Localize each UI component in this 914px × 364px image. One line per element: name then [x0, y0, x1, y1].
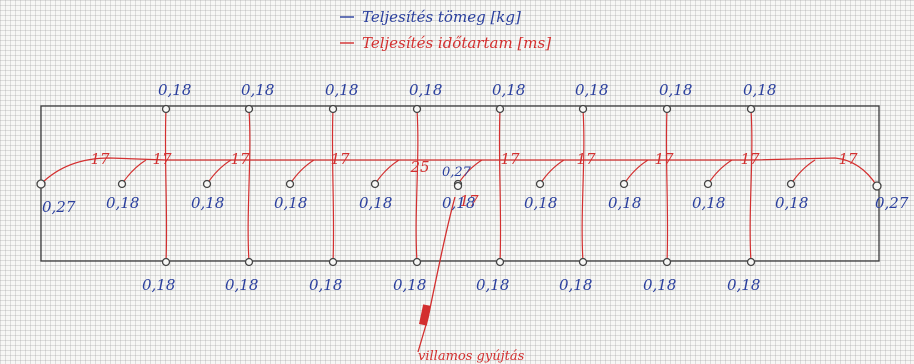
top-node-label: 0,18: [743, 81, 776, 99]
inner-link: [539, 159, 565, 185]
hole-node: [328, 104, 338, 114]
inner-node-label: 0,18: [692, 194, 725, 212]
hole-node: [161, 257, 171, 267]
inner-link: [289, 159, 315, 185]
inner-link: [707, 159, 733, 185]
chain-value-label: 17: [576, 150, 596, 168]
inner-node-label: 0,18: [274, 194, 307, 212]
vertical-line: [247, 108, 251, 263]
top-node-label: 0,18: [659, 81, 692, 99]
vertical-line: [581, 108, 585, 263]
vertical-line: [498, 108, 502, 263]
hole-node: [328, 257, 338, 267]
top-node-label: 0,18: [158, 81, 191, 99]
hole-node: [412, 257, 422, 267]
vertical-line: [749, 108, 753, 263]
vertical-connections: [164, 108, 753, 263]
hole-node: [746, 104, 756, 114]
inner-link: [623, 159, 649, 185]
vertical-line: [665, 108, 669, 263]
top-node-label: 0,18: [241, 81, 274, 99]
chain-value-label: 17: [152, 150, 172, 168]
inner-node-label: 0,18: [608, 194, 641, 212]
inner-node-label: 0,18: [191, 194, 224, 212]
left-end-label: 0,27: [42, 198, 76, 216]
hole-node: [619, 179, 629, 189]
inner-node-label: 0,18: [442, 194, 475, 212]
bottom-node-label: 0,18: [643, 276, 676, 294]
top-node-label: 0,18: [409, 81, 442, 99]
top-node-label: 0,18: [575, 81, 608, 99]
detonator-marker: [419, 304, 431, 326]
chain-value-label: 17: [90, 150, 110, 168]
bottom-node-label: 0,18: [142, 276, 175, 294]
bottom-node-label: 0,18: [476, 276, 509, 294]
hole-node: [872, 181, 882, 191]
chain-center-label: 25: [409, 158, 429, 176]
hole-node: [285, 179, 295, 189]
hole-node: [662, 104, 672, 114]
inner-link: [374, 159, 400, 185]
branch-value-label: 17: [459, 192, 479, 210]
chain-value-label: 17: [838, 150, 858, 168]
hole-node: [202, 179, 212, 189]
hole-node: [746, 257, 756, 267]
inner-node-label: 0,18: [359, 194, 392, 212]
chain-value-label: 17: [654, 150, 674, 168]
bottom-node-label: 0,18: [225, 276, 258, 294]
chain-line: [40, 157, 878, 187]
bottom-node-label: 0,18: [727, 276, 760, 294]
detonator-lead: villamos gyújtás: [417, 196, 525, 364]
hole-node: [578, 257, 588, 267]
hole-node: [578, 104, 588, 114]
top-node-label: 0,18: [492, 81, 525, 99]
chain-value-label: 17: [330, 150, 350, 168]
hole-node: [161, 104, 171, 114]
chain-value-label: 17: [740, 150, 760, 168]
inner-node-label: 0,18: [775, 194, 808, 212]
detonator-annotation: villamos gyújtás: [418, 349, 525, 364]
detonator-wire: [417, 196, 456, 353]
hole-node: [662, 257, 672, 267]
hole-node: [786, 179, 796, 189]
inner-node-label: 0,18: [106, 194, 139, 212]
vertical-line: [331, 108, 335, 263]
hole-node: [495, 257, 505, 267]
hole-node: [244, 257, 254, 267]
top-node-label: 0,18: [325, 81, 358, 99]
vertical-line: [164, 108, 168, 263]
hole-node: [453, 181, 463, 191]
hole-node: [412, 104, 422, 114]
hole-node: [36, 179, 46, 189]
hole-node: [535, 179, 545, 189]
right-end-label: 0,27: [875, 194, 909, 212]
hole-nodes: [36, 104, 882, 267]
bottom-node-label: 0,18: [559, 276, 592, 294]
hole-node: [244, 104, 254, 114]
chain-value-label: 17: [230, 150, 250, 168]
legend-red-label: Teljesítés időtartam [ms]: [362, 34, 551, 52]
chain-value-label: 17: [500, 150, 520, 168]
legend: Teljesítés tömeg [kg] Teljesítés időtart…: [340, 8, 551, 52]
hole-node: [370, 179, 380, 189]
vertical-line: [415, 108, 419, 263]
hole-node: [495, 104, 505, 114]
bottom-node-label: 0,18: [393, 276, 426, 294]
inner-link: [206, 159, 232, 185]
inner-node-label: 0,18: [524, 194, 557, 212]
bottom-node-label: 0,18: [309, 276, 342, 294]
inner-link: [121, 159, 147, 185]
hole-node: [117, 179, 127, 189]
legend-blue-label: Teljesítés tömeg [kg]: [362, 8, 521, 26]
hole-node: [703, 179, 713, 189]
inner-link: [790, 159, 816, 185]
center-node-label: 0,27: [442, 165, 472, 180]
